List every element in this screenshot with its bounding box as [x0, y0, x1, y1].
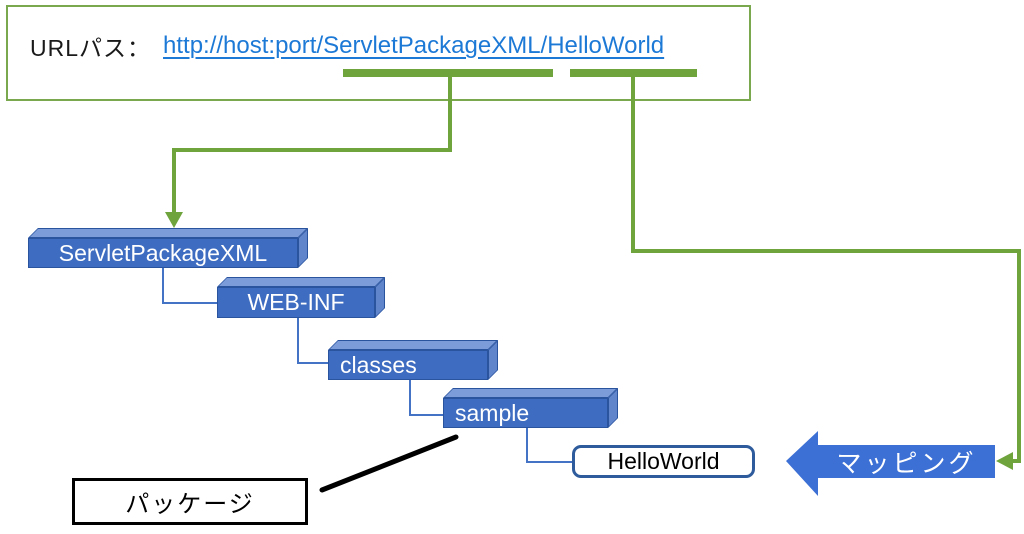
folder-label: sample: [443, 398, 608, 428]
mapping-arrow-label: マッピング: [836, 449, 977, 478]
folder-top-face: [217, 277, 385, 287]
folder-node-servletpackagexml: ServletPackageXML: [28, 228, 308, 268]
arrow-down-head-icon: [165, 212, 183, 228]
folder-node-classes: classes: [328, 340, 498, 380]
folder-top-face: [28, 228, 308, 238]
tree-connector-sample: [409, 380, 443, 416]
tree-connector-webinf: [162, 268, 217, 304]
arrow-left-head-icon: [996, 452, 1013, 470]
url-panel: URLパス： http://host:port/ServletPackageXM…: [6, 5, 751, 101]
folder-node-sample: sample: [443, 388, 618, 428]
folder-label: WEB-INF: [217, 287, 375, 318]
servlet-file-node-helloworld: HelloWorld: [572, 445, 755, 478]
mapping-pointer-line: [631, 77, 1021, 463]
folder-top-face: [443, 388, 618, 398]
folder-label: ServletPackageXML: [28, 238, 298, 268]
folder-top-face: [328, 340, 498, 350]
folder-node-webinf: WEB-INF: [217, 277, 385, 318]
tree-connector-helloworld: [526, 428, 572, 463]
url-hyperlink[interactable]: http://host:port/ServletPackageXML/Hello…: [163, 32, 665, 59]
folder-label: classes: [328, 350, 488, 380]
package-callout-line: [319, 434, 459, 493]
package-callout-box: パッケージ: [72, 478, 308, 525]
url-path-label: URLパス：: [30, 35, 152, 61]
tree-connector-classes: [297, 318, 328, 364]
